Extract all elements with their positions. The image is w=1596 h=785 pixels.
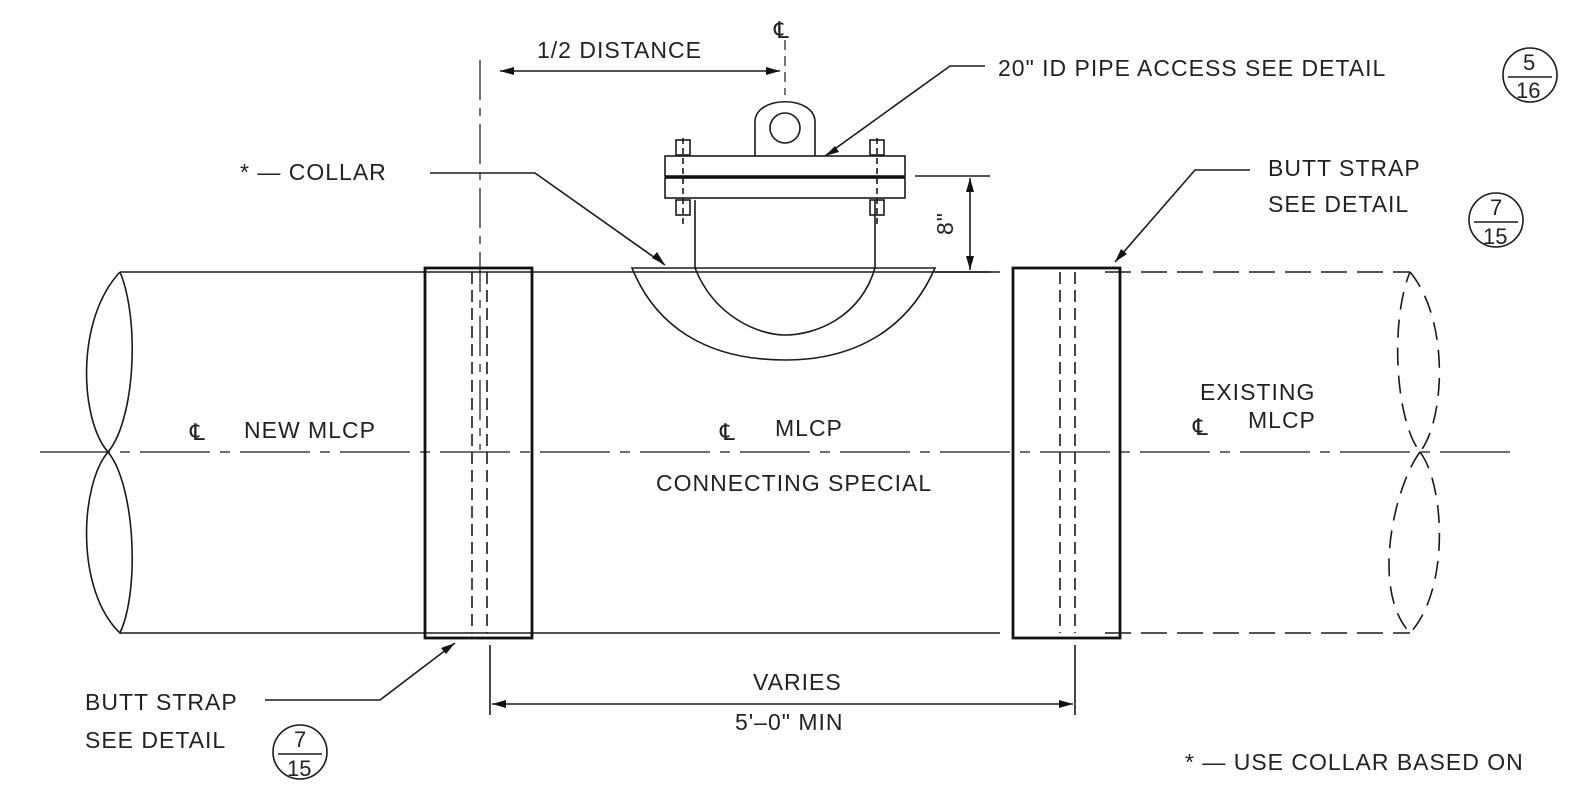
varies-label: VARIES [753, 669, 842, 695]
dimension-height [915, 175, 990, 273]
butt-strap-right-detail-bottom: 15 [1483, 224, 1507, 249]
centerline-symbol-existing: ℄ [1192, 414, 1209, 440]
pipe-body [40, 271, 1510, 635]
mlcp-label: MLCP [775, 415, 843, 441]
new-mlcp-label: NEW MLCP [244, 417, 376, 443]
centerline-symbol-new: ℄ [189, 419, 206, 445]
dimension-varies [489, 645, 1076, 715]
connecting-special-label: CONNECTING SPECIAL [656, 470, 932, 496]
pipe-access [664, 40, 906, 268]
dimension-half-distance [479, 60, 780, 450]
butt-strap-left-line2: SEE DETAIL [85, 727, 226, 753]
pipe-access-detail-top: 5 [1523, 50, 1535, 75]
butt-strap-left [423, 266, 534, 640]
collar [630, 267, 937, 361]
butt-strap-right-detail-top: 7 [1490, 195, 1502, 220]
detail-callout-pipe-access [1502, 47, 1558, 103]
centerline-symbol-top: ℄ [773, 17, 790, 43]
existing-label: EXISTING [1200, 379, 1315, 405]
pipe-break-right [1388, 271, 1441, 635]
min-length-label: 5'–0" MIN [735, 709, 843, 735]
detail-callout-butt-strap-left [272, 724, 328, 780]
butt-strap-right-line1: BUTT STRAP [1268, 155, 1421, 181]
butt-strap-left-detail-top: 7 [294, 727, 306, 752]
butt-strap-right [1011, 266, 1122, 640]
centerline-symbol-mid: ℄ [719, 419, 736, 445]
half-distance-label: 1/2 DISTANCE [537, 37, 702, 63]
detail-callout-butt-strap-right [1468, 192, 1524, 248]
existing-mlcp-label: MLCP [1248, 407, 1316, 433]
pipe-access-detail-bottom: 16 [1516, 78, 1540, 103]
pipe-access-label: 20" ID PIPE ACCESS SEE DETAIL [998, 55, 1386, 81]
height-dimension-label: 8" [932, 212, 958, 235]
butt-strap-left-detail-bottom: 15 [287, 756, 311, 781]
collar-label: * — COLLAR [240, 159, 387, 185]
butt-strap-right-line2: SEE DETAIL [1268, 191, 1409, 217]
butt-strap-left-line1: BUTT STRAP [85, 689, 238, 715]
leaders [265, 65, 1250, 701]
footnote-label: * — USE COLLAR BASED ON [1185, 749, 1524, 775]
